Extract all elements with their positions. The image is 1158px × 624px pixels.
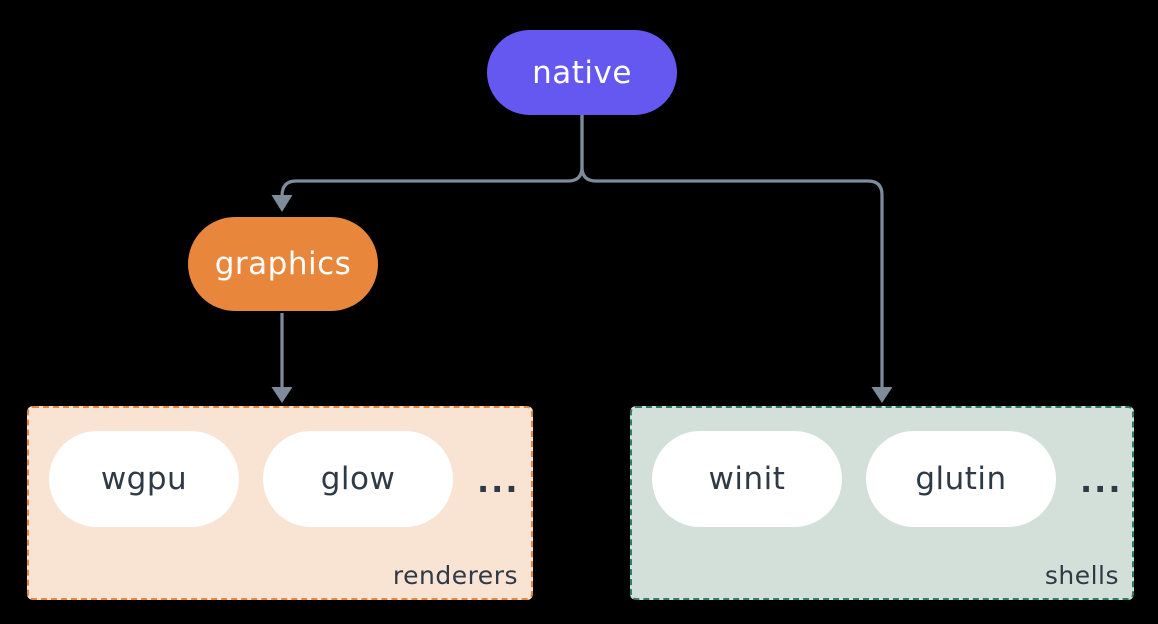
node-wgpu: wgpu <box>49 431 239 527</box>
renderers-ellipsis: ... <box>477 462 520 500</box>
group-renderers-row: wgpu glow ... <box>29 408 531 527</box>
node-glutin: glutin <box>866 431 1056 527</box>
arrowhead-down-icon <box>871 387 893 403</box>
edge-native-shells <box>580 115 884 388</box>
group-shells: winit glutin ... shells <box>630 406 1134 600</box>
arrowhead-down-icon <box>271 195 293 212</box>
shells-ellipsis: ... <box>1080 462 1123 500</box>
group-renderers: wgpu glow ... renderers <box>27 406 533 600</box>
node-graphics: graphics <box>188 217 378 311</box>
node-winit: winit <box>652 431 842 527</box>
edge-native-graphics <box>280 115 584 197</box>
group-shells-row: winit glutin ... <box>632 408 1132 527</box>
group-label-shells: shells <box>1044 561 1119 590</box>
node-native: native <box>487 30 677 115</box>
node-glow: glow <box>263 431 453 527</box>
arrowhead-down-icon <box>271 387 293 403</box>
group-label-renderers: renderers <box>392 561 518 590</box>
